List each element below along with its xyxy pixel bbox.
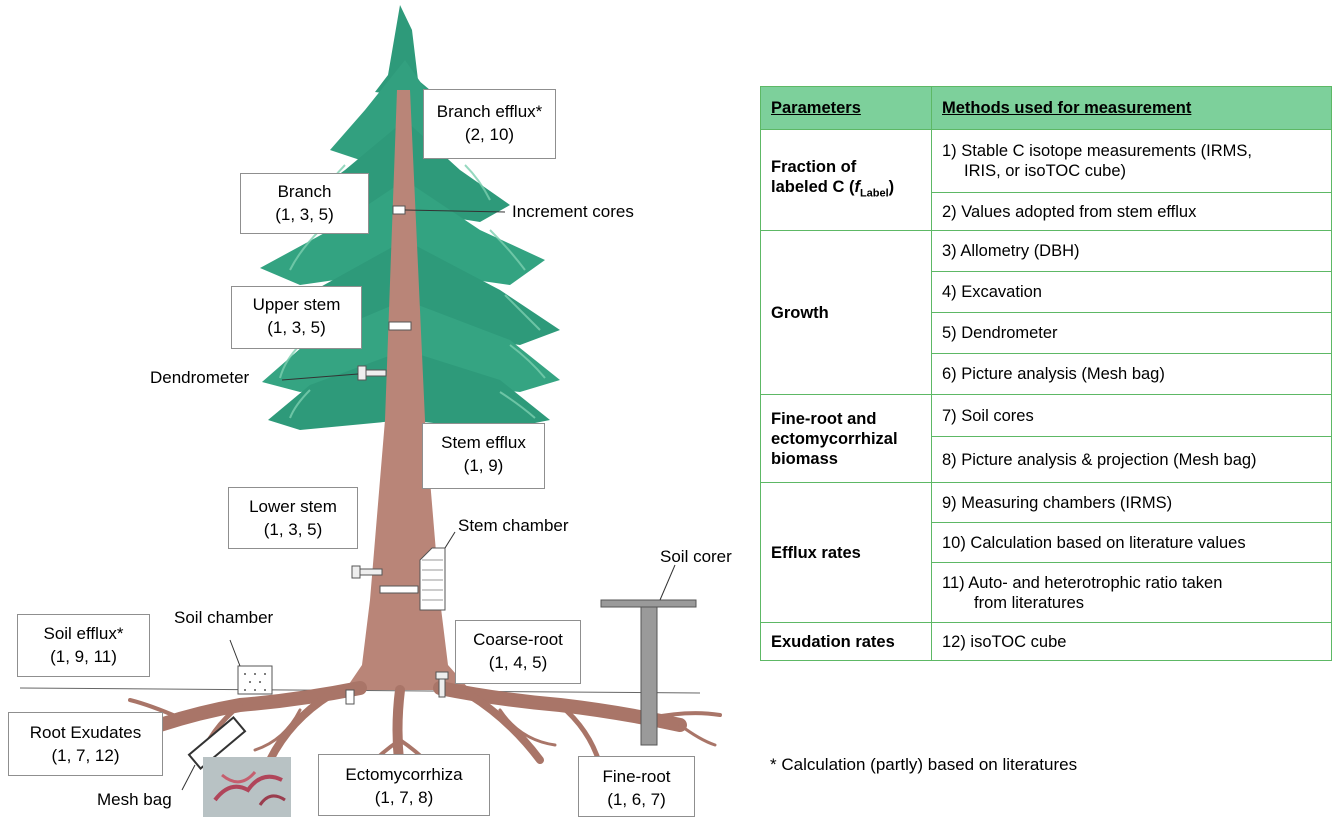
label-name: Branch efflux* — [436, 102, 543, 121]
table-row: Fine-root and ectomycorrhizal biomass 7)… — [760, 394, 1332, 483]
method-3: 3) Allometry (DBH) — [931, 230, 1332, 272]
increment-core-lower — [379, 585, 419, 594]
cat-efflux: Efflux rates — [760, 482, 932, 623]
dendrometer-device — [357, 365, 367, 381]
method-11: 11) Auto- and heterotrophic ratio taken … — [931, 562, 1332, 623]
table-row: 8) Picture analysis & projection (Mesh b… — [761, 436, 1332, 483]
method-1: 1) Stable C isotope measurements (IRMS, … — [931, 129, 1332, 193]
footnote: * Calculation (partly) based on literatu… — [770, 755, 1078, 774]
increment-core-upper — [392, 205, 406, 215]
label-coarse-root: Coarse-root (1, 4, 5) — [455, 620, 581, 684]
label-branch: Branch (1, 3, 5) — [240, 173, 369, 234]
label-refs: (2, 10) — [464, 125, 515, 144]
coarse-root-core — [345, 689, 355, 705]
cat-biomass: Fine-root and ectomycorrhizal biomass — [760, 394, 932, 483]
annot-increment-cores: Increment cores — [512, 202, 634, 221]
annot-stem-chamber: Stem chamber — [458, 516, 569, 535]
methods-table: Parameters Methods used for measurement … — [760, 86, 1332, 661]
tree-illustration — [19, 5, 722, 817]
soil-chamber-device — [237, 665, 273, 695]
table-row: Exudation rates 12) isoTOC cube — [760, 622, 1332, 661]
label-name: Fine-root — [602, 767, 671, 786]
cat-growth: Growth — [760, 230, 932, 395]
mesh-bag-device — [187, 716, 247, 770]
label-name: Soil efflux* — [43, 624, 124, 643]
label-branch-efflux: Branch efflux* (2, 10) — [423, 89, 556, 159]
label-refs: (1, 6, 7) — [607, 790, 666, 809]
method-2: 2) Values adopted from stem efflux — [931, 192, 1332, 231]
label-name: Ectomycorrhiza — [345, 765, 463, 784]
method-5: 5) Dendrometer — [931, 312, 1332, 354]
cat-exudation: Exudation rates — [760, 622, 932, 661]
label-ectomycorrhiza: Ectomycorrhiza (1, 7, 8) — [318, 754, 490, 816]
label-name: Upper stem — [252, 295, 341, 314]
label-name: Branch — [277, 182, 332, 201]
label-refs: (1, 7, 12) — [51, 746, 120, 765]
mesh-bag-photo — [203, 757, 291, 817]
method-7: 7) Soil cores — [931, 394, 1332, 437]
label-refs: (1, 3, 5) — [275, 205, 334, 224]
label-refs: (1, 3, 5) — [267, 318, 326, 337]
annot-dendrometer: Dendrometer — [150, 368, 250, 387]
method-10: 10) Calculation based on literature valu… — [931, 522, 1332, 563]
stem-chamber-device — [419, 547, 446, 611]
annot-soil-corer: Soil corer — [660, 547, 732, 566]
method-6: 6) Picture analysis (Mesh bag) — [931, 353, 1332, 395]
table-row: Fraction of labeled C (fLabel) 1) Stable… — [760, 129, 1332, 231]
method-9: 9) Measuring chambers (IRMS) — [931, 482, 1332, 523]
method-8: 8) Picture analysis & projection (Mesh b… — [931, 436, 1332, 483]
label-root-exudates: Root Exudates (1, 7, 12) — [8, 712, 163, 776]
label-name: Stem efflux — [441, 433, 526, 452]
label-refs: (1, 9, 11) — [50, 647, 117, 666]
label-fine-root: Fine-root (1, 6, 7) — [578, 756, 695, 817]
annot-mesh-bag: Mesh bag — [97, 790, 172, 809]
annot-soil-chamber: Soil chamber — [174, 608, 274, 627]
method-12: 12) isoTOC cube — [931, 622, 1332, 661]
table-row: 11) Auto- and heterotrophic ratio taken … — [761, 562, 1332, 623]
table-row: Growth 3) Allometry (DBH) — [760, 230, 1332, 395]
trunk — [345, 90, 470, 690]
label-refs: (1, 3, 5) — [263, 520, 323, 539]
header-methods: Methods used for measurement — [931, 86, 1332, 130]
label-lower-stem: Lower stem (1, 3, 5) — [228, 487, 358, 549]
method-4: 4) Excavation — [931, 271, 1332, 313]
header-parameters: Parameters — [760, 86, 932, 130]
table-header-row: Parameters Methods used for measurement — [760, 86, 1332, 130]
table-row: 10) Calculation based on literature valu… — [761, 522, 1332, 563]
label-upper-stem: Upper stem (1, 3, 5) — [231, 286, 362, 349]
dendrometer-lower — [351, 565, 361, 579]
table-row: 6) Picture analysis (Mesh bag) — [761, 353, 1332, 395]
label-name: Coarse-root — [473, 630, 563, 649]
label-name: Root Exudates — [29, 723, 142, 742]
table-row: 2) Values adopted from stem efflux — [761, 192, 1332, 231]
cat-fraction: Fraction of labeled C (fLabel) — [760, 129, 932, 231]
label-refs: (1, 9) — [463, 456, 504, 475]
increment-core-middle — [388, 321, 412, 331]
soil-corer-device — [600, 564, 697, 746]
label-stem-efflux: Stem efflux (1, 9) — [422, 423, 545, 489]
table-row: 5) Dendrometer — [761, 312, 1332, 354]
label-name: Lower stem — [249, 497, 337, 516]
label-refs: (1, 7, 8) — [374, 788, 434, 807]
table-row: Efflux rates 9) Measuring chambers (IRMS… — [760, 482, 1332, 623]
label-refs: (1, 4, 5) — [488, 653, 548, 672]
label-soil-efflux: Soil efflux* (1, 9, 11) — [17, 614, 150, 677]
